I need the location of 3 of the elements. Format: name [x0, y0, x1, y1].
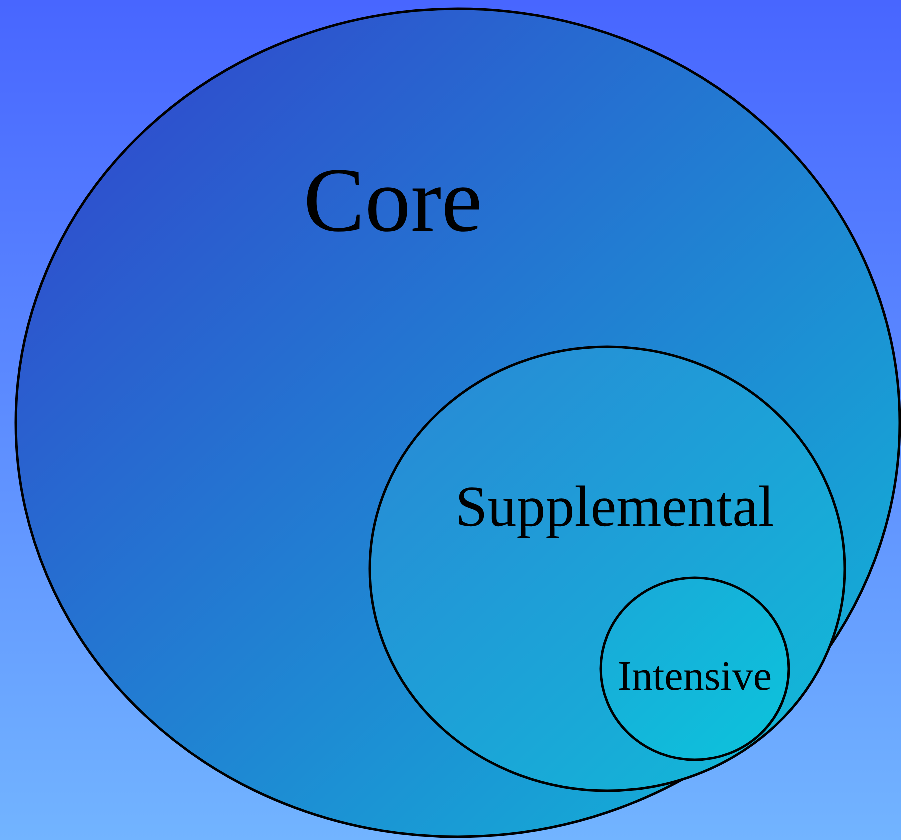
region-label: Intensive [618, 656, 772, 698]
region-label: Supplemental [456, 478, 774, 536]
region-label: Core [304, 154, 482, 246]
